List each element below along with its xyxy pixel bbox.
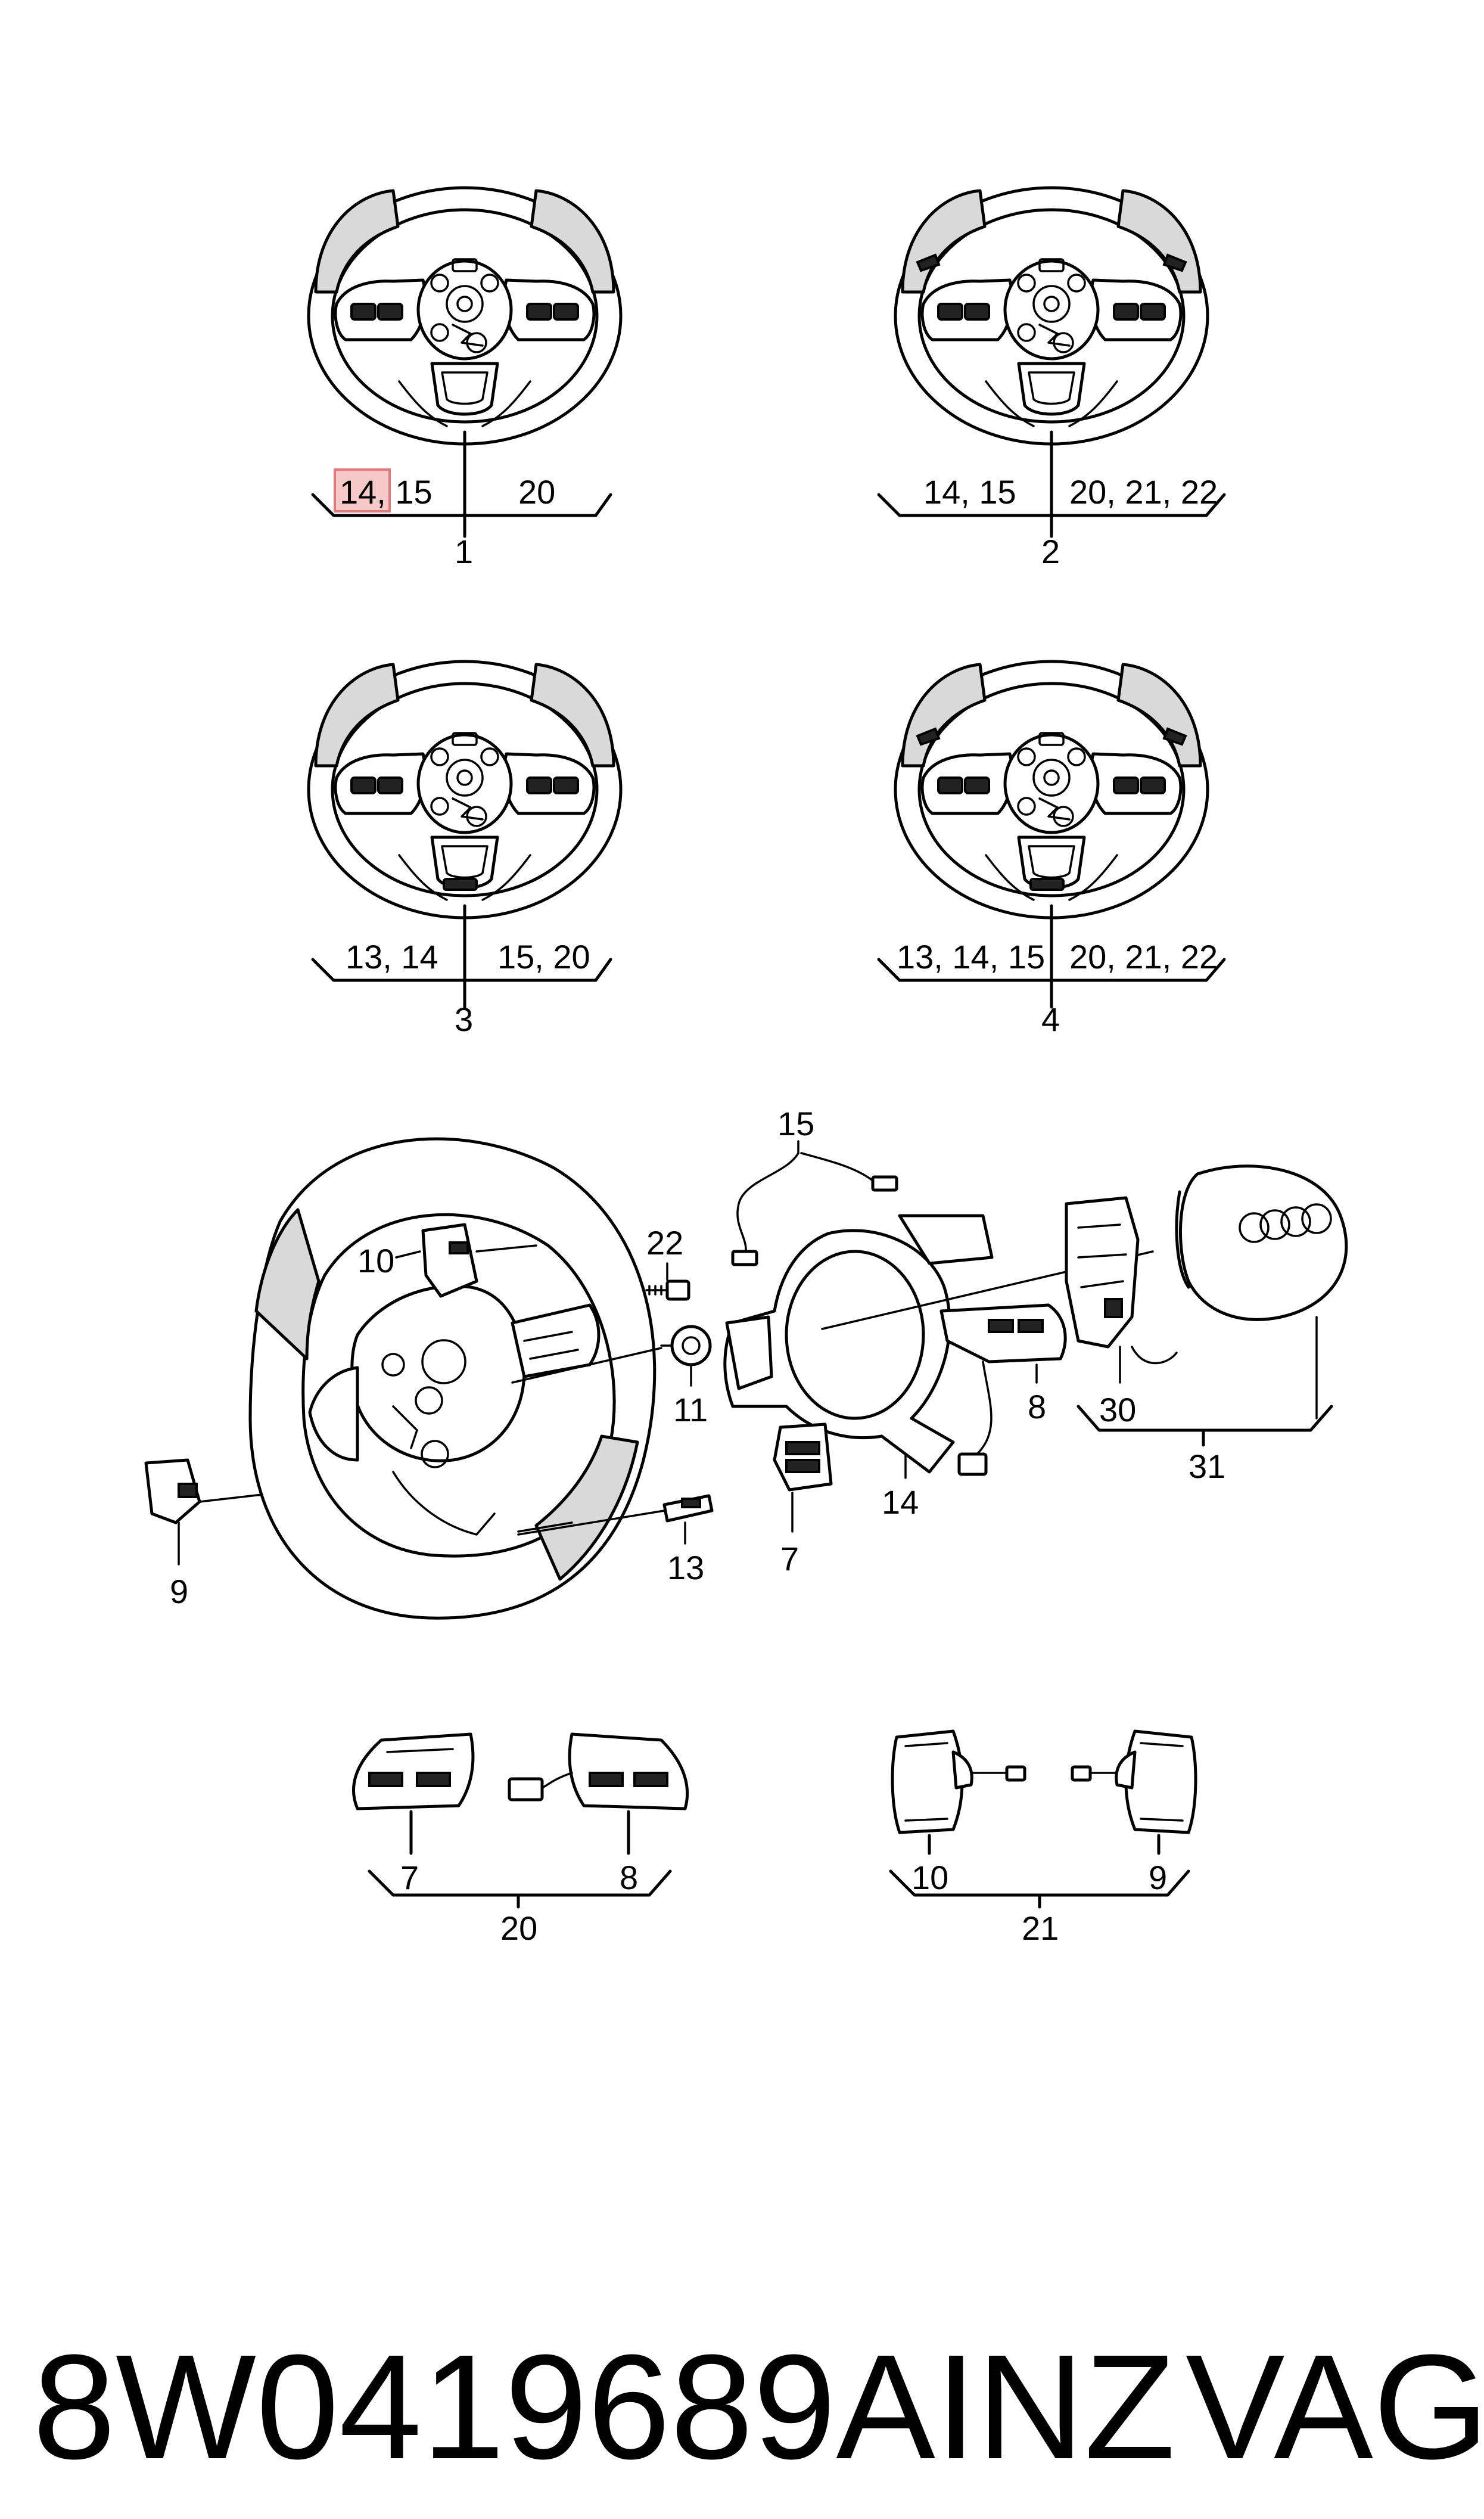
group-20-part-8 (508, 1732, 689, 1855)
group-21-part-9 (1071, 1729, 1197, 1855)
callout-22: 22 (646, 1224, 683, 1262)
exploded-view: 10 22 11 9 (144, 1105, 1348, 1620)
callout-11: 11 (673, 1391, 708, 1428)
callout-14: 14 (882, 1483, 919, 1521)
highlight-box (334, 468, 391, 513)
callout-15: 15 (777, 1105, 814, 1142)
variant-1-left-refs: 14, 15 (340, 473, 433, 511)
part-11-bolt (511, 1325, 712, 1387)
exploded-wheel (248, 1137, 657, 1620)
callout-31: 31 (1189, 1448, 1225, 1485)
part-9 (144, 1458, 263, 1566)
group-20-label-8: 8 (620, 1859, 638, 1896)
group-20-part-7 (352, 1732, 475, 1855)
group-21-label-9: 9 (1149, 1859, 1167, 1896)
group-21: 10 9 21 (889, 1729, 1197, 1947)
part-10 (395, 1223, 537, 1298)
part-13-badge (517, 1494, 714, 1545)
group-21-number: 21 (1022, 1909, 1059, 1947)
variant-2: 14, 15 20, 21, 22 2 (877, 188, 1226, 570)
part-30-clockspring (1065, 1196, 1178, 1384)
sport-badge-icon (443, 878, 478, 891)
callout-30: 30 (1099, 1391, 1136, 1428)
part-15-harness (731, 1140, 898, 1266)
callout-8: 8 (1028, 1388, 1046, 1425)
group-21-part-10 (891, 1729, 1026, 1855)
part-number: 8W0419689AINZ (33, 2324, 1175, 2490)
callout-7: 7 (780, 1540, 799, 1577)
variant-2-right-refs: 20, 21, 22 (1069, 473, 1218, 511)
variant-3-left-refs: 13, 14 (346, 938, 438, 976)
variant-1-number: 1 (455, 533, 473, 570)
variant-2-left-refs: 14, 15 (923, 473, 1016, 511)
part-31-airbag (1175, 1164, 1348, 1420)
variant-3: 13, 14 15, 20 3 (309, 661, 621, 1038)
variant-4: 13, 14, 15 20, 21, 22 4 (877, 661, 1226, 1038)
brand-label: VAG (1186, 2324, 1484, 2490)
variant-1: 14, 15 20 1 (309, 188, 621, 570)
part-8-switch (939, 1303, 1067, 1476)
part-22-screw (645, 1262, 690, 1301)
sport-badge-icon (1029, 878, 1065, 891)
group-21-label-10: 10 (911, 1859, 948, 1896)
part-7-switch (773, 1422, 833, 1533)
variant-3-number: 3 (455, 1001, 473, 1038)
callout-9: 9 (170, 1573, 188, 1610)
callout-13: 13 (667, 1549, 704, 1586)
group-20: 7 8 20 (352, 1732, 689, 1947)
variant-2-number: 2 (1041, 533, 1060, 570)
variant-4-left-refs: 13, 14, 15 (897, 938, 1045, 976)
callout-10: 10 (357, 1242, 394, 1279)
part-14-trim (723, 1214, 1154, 1479)
group-20-number: 20 (500, 1909, 537, 1947)
variant-1-right-refs: 20 (518, 473, 555, 511)
variant-3-right-refs: 15, 20 (497, 938, 590, 976)
variant-4-number: 4 (1041, 1001, 1060, 1038)
variant-4-right-refs: 20, 21, 22 (1069, 938, 1218, 976)
group-20-label-7: 7 (400, 1859, 419, 1896)
four-rings-logo-icon (1239, 1203, 1332, 1243)
